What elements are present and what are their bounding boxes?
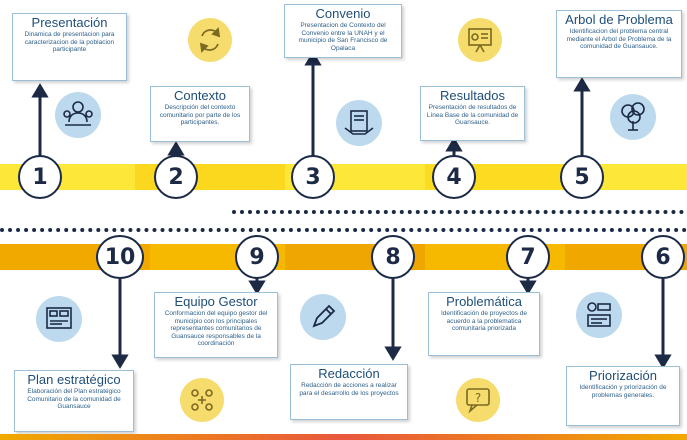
card-title: Equipo Gestor xyxy=(174,294,258,309)
card-plan-estrategico: Plan estratégico Elaboración del Plan es… xyxy=(14,370,134,432)
card-title: Plan estratégico xyxy=(27,372,121,387)
step-number: 6 xyxy=(655,244,671,270)
card-title: Arbol de Problema xyxy=(565,12,673,27)
footer-stripe xyxy=(0,434,687,440)
step-number: 1 xyxy=(32,164,48,190)
checklist-icon xyxy=(576,292,622,338)
card-description: Dinamica de presentacion para caracteriz… xyxy=(24,31,115,53)
step-node-2: 2 xyxy=(154,155,198,199)
card-description: Identificacion del problema central medi… xyxy=(566,28,672,50)
card-title: Resultados xyxy=(439,88,506,103)
pencil-icon xyxy=(300,294,346,340)
card-resultados: Resultados Presentación de resultados de… xyxy=(420,86,525,141)
step-number: 8 xyxy=(385,244,401,270)
card-title: Problemática xyxy=(446,294,522,309)
strategy-board-icon xyxy=(36,296,82,342)
card-problematica: Problemática Identificación de proyectos… xyxy=(428,292,540,356)
step-node-7: 7 xyxy=(506,235,550,279)
handshake-document-icon xyxy=(336,100,382,146)
step-number: 7 xyxy=(520,244,536,270)
step-node-1: 1 xyxy=(18,155,62,199)
dotted-divider-lower xyxy=(0,228,687,232)
step-node-3: 3 xyxy=(291,155,335,199)
step-number: 4 xyxy=(446,164,462,190)
card-convenio: Convenio Presentacion de Contexto del Co… xyxy=(284,4,402,58)
card-redaccion: Redacción Redacción de acciones a realiz… xyxy=(290,364,408,420)
recycle-arrows-icon xyxy=(188,18,232,62)
question-chat-icon: ? xyxy=(456,378,500,422)
card-equipo-gestor: Equipo Gestor Conformacion del equipo ge… xyxy=(154,292,278,358)
card-arbol-de-problema: Arbol de Problema Identificacion del pro… xyxy=(556,10,682,78)
step-number: 3 xyxy=(305,164,321,190)
step-number: 5 xyxy=(574,164,590,190)
step-node-6: 6 xyxy=(641,235,685,279)
card-title: Priorización xyxy=(589,368,657,383)
card-contexto: Contexto Descripción del contexto comuni… xyxy=(150,86,250,142)
step-node-9: 9 xyxy=(235,235,279,279)
card-description: Identificación de proyectos de acuerdo a… xyxy=(441,310,527,332)
card-description: Redacción de acciones a realizar para el… xyxy=(299,382,399,397)
step-number: 2 xyxy=(168,164,184,190)
card-description: Elaboración del Plan estratégico Comunit… xyxy=(27,388,121,410)
people-meeting-icon xyxy=(55,92,101,138)
card-presentacion: Presentación Dinamica de presentacion pa… xyxy=(12,13,127,81)
step-node-8: 8 xyxy=(371,235,415,279)
presentation-board-icon xyxy=(458,18,502,62)
card-title: Presentación xyxy=(31,15,108,30)
step-number: 9 xyxy=(249,244,265,270)
step-node-4: 4 xyxy=(432,155,476,199)
step-node-10: 10 xyxy=(96,235,144,279)
dotted-divider-upper xyxy=(232,210,684,214)
tree-icon xyxy=(610,94,656,140)
card-title: Convenio xyxy=(315,6,371,21)
card-priorizacion: Priorización Identificación y priorizaci… xyxy=(566,366,680,426)
card-description: Descripción del contexto comunitario por… xyxy=(159,104,241,126)
step-node-5: 5 xyxy=(560,155,604,199)
card-description: Conformacion del equipo gestor del munic… xyxy=(164,310,268,347)
card-title: Redacción xyxy=(318,366,380,381)
svg-text:?: ? xyxy=(475,391,481,405)
team-puzzle-icon xyxy=(180,378,224,422)
card-description: Presentación de resultados de Línea Base… xyxy=(426,104,519,126)
card-description: Presentacion de Contexto del Convenio en… xyxy=(298,22,388,52)
card-description: Identificación y priorización de problem… xyxy=(579,384,667,399)
card-title: Contexto xyxy=(173,88,227,103)
step-number: 10 xyxy=(104,244,136,270)
